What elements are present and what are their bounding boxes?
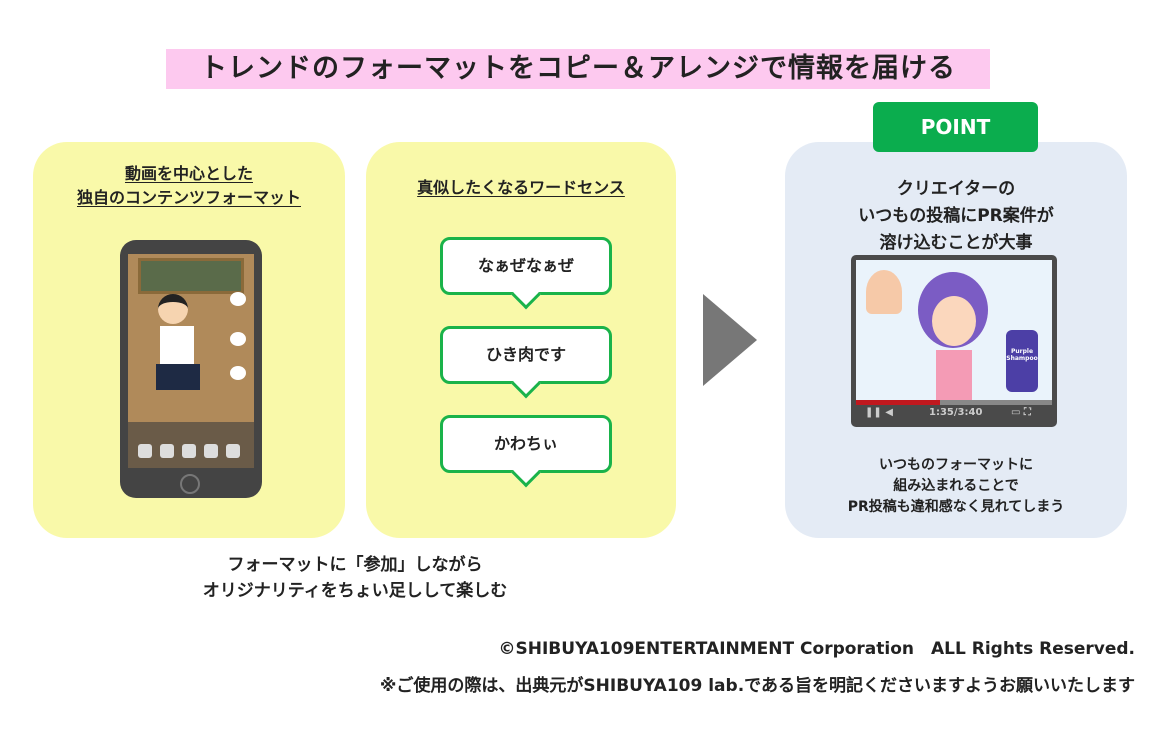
panel-title: 真似したくなるワードセンス bbox=[417, 178, 625, 197]
point-title-line1: クリエイターの bbox=[896, 179, 1016, 199]
point-badge: POINT bbox=[873, 102, 1038, 152]
point-note-line3: PR投稿も違和感なく見れてしまう bbox=[847, 499, 1065, 515]
panel-title-line2: 独自のコンテンツフォーマット bbox=[76, 188, 301, 207]
page-title: トレンドのフォーマットをコピー＆アレンジで情報を届ける bbox=[166, 49, 990, 89]
phone-screen bbox=[128, 254, 254, 468]
video-progress-fill bbox=[856, 400, 941, 405]
caption-line1: フォーマットに「参加」しながら bbox=[227, 555, 483, 575]
video-progress-track bbox=[856, 400, 1052, 405]
speech-bubble: かわちぃ bbox=[440, 415, 612, 473]
point-title: クリエイターの いつもの投稿にPR案件が 溶け込むことが大事 bbox=[785, 176, 1127, 257]
smartphone-illustration bbox=[120, 240, 262, 498]
caption-line2: オリジナリティをちょい足しして楽しむ bbox=[202, 581, 508, 601]
usage-notice: ※ご使用の際は、出典元がSHIBUYA109 lab.である旨を明記くださいます… bbox=[379, 676, 1135, 696]
panel-title: 動画を中心とした 独自のコンテンツフォーマット bbox=[33, 162, 345, 210]
point-title-line3: 溶け込むことが大事 bbox=[879, 233, 1033, 253]
point-note: いつものフォーマットに 組み込まれることで PR投稿も違和感なく見れてしまう bbox=[785, 455, 1127, 518]
home-button-icon bbox=[180, 474, 200, 494]
girl-illustration bbox=[158, 294, 188, 324]
arrow-right-icon bbox=[703, 294, 757, 386]
video-screen: Purple Shampoo bbox=[856, 260, 1052, 400]
pause-icon: ❚❚ ◀ bbox=[865, 407, 893, 418]
point-title-line2: いつもの投稿にPR案件が bbox=[858, 206, 1054, 226]
shampoo-person-illustration bbox=[866, 270, 902, 314]
copyright: ©SHIBUYA109ENTERTAINMENT Corporation ALL… bbox=[498, 639, 1135, 659]
bottom-caption: フォーマットに「参加」しながら オリジナリティをちょい足しして楽しむ bbox=[100, 552, 610, 604]
video-time: 1:35/3:40 bbox=[929, 407, 983, 418]
point-note-line1: いつものフォーマットに bbox=[879, 457, 1033, 473]
video-player-illustration: Purple Shampoo ❚❚ ◀ 1:35/3:40 ▭ ⛶ bbox=[851, 255, 1057, 427]
panel-title-line1: 動画を中心とした bbox=[124, 164, 253, 183]
fullscreen-icon: ▭ ⛶ bbox=[1011, 407, 1031, 418]
shampoo-bottle: Purple Shampoo bbox=[1006, 330, 1038, 392]
speech-bubble: なぁぜなぁぜ bbox=[440, 237, 612, 295]
speech-bubble: ひき肉です bbox=[440, 326, 612, 384]
point-note-line2: 組み込まれることで bbox=[893, 478, 1019, 494]
